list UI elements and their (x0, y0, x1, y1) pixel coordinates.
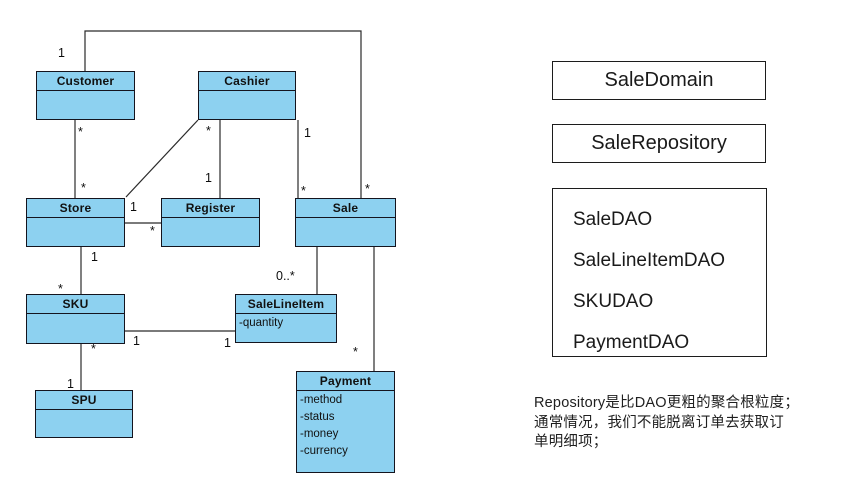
multiplicity-label: * (81, 181, 86, 195)
connector-customer-sale (84, 30, 362, 198)
multiplicity-label: 1 (130, 200, 137, 214)
multiplicity-label: * (78, 125, 83, 139)
class-title: SPU (36, 391, 132, 410)
dao-item-salelineitemdao: SaleLineItemDAO (573, 250, 726, 271)
multiplicity-label: * (365, 182, 370, 196)
class-box-sale: Sale (295, 198, 396, 247)
salerepository-label: SaleRepository (591, 132, 727, 154)
class-box-spu: SPU (35, 390, 133, 438)
multiplicity-label: 1 (58, 46, 65, 60)
class-title: SaleLineItem (236, 295, 336, 314)
class-box-store: Store (26, 198, 125, 247)
class-title: Customer (37, 72, 134, 91)
dao-item-saledao: SaleDAO (573, 209, 653, 230)
class-attribute: -method (300, 394, 343, 406)
multiplicity-label: 1 (224, 336, 231, 350)
saledomain-box: SaleDomain (552, 61, 766, 100)
note-line: 单明细项； (534, 434, 608, 450)
dao-item-skudao: SKUDAO (573, 291, 654, 312)
class-title: Cashier (199, 72, 295, 91)
class-box-register: Register (161, 198, 260, 247)
class-box-payment: Payment -method -status -money -currency (296, 371, 395, 473)
class-attribute: -quantity (239, 317, 284, 329)
dao-list-box: SaleDAO SaleLineItemDAO SKUDAO PaymentDA… (552, 188, 767, 357)
class-title: Sale (296, 199, 395, 218)
multiplicity-label: 1 (304, 126, 311, 140)
class-attribute: -currency (300, 445, 348, 457)
repository-note: Repository是比DAO更粗的聚合根粒度； 通常情况，我们不能脱离订单去获… (534, 394, 862, 453)
class-box-customer: Customer (36, 71, 135, 120)
multiplicity-label: 0..* (276, 269, 295, 283)
salerepository-box: SaleRepository (552, 124, 766, 163)
note-line: 通常情况，我们不能脱离订单去获取订 (534, 414, 784, 431)
multiplicity-label: 1 (91, 250, 98, 264)
dao-item-paymentdao: PaymentDAO (573, 332, 690, 353)
multiplicity-label: 1 (133, 334, 140, 348)
class-box-sku: SKU (26, 294, 125, 344)
multiplicity-label: * (58, 282, 63, 296)
class-box-cashier: Cashier (198, 71, 296, 120)
class-title: Payment (297, 372, 394, 391)
class-attribute: -money (300, 428, 339, 440)
multiplicity-label: 1 (67, 377, 74, 391)
multiplicity-label: * (150, 224, 155, 238)
saledomain-label: SaleDomain (604, 69, 714, 91)
class-title: Store (27, 199, 124, 218)
note-line: Repository是比DAO更粗的聚合根粒度； (534, 395, 800, 411)
multiplicity-label: * (91, 342, 96, 356)
multiplicity-label: * (206, 124, 211, 138)
connector-cashier-store (125, 119, 199, 198)
class-attribute: -status (300, 411, 335, 423)
class-title: SKU (27, 295, 124, 314)
multiplicity-label: * (301, 184, 306, 198)
multiplicity-label: 1 (205, 171, 212, 185)
class-title: Register (162, 199, 259, 218)
multiplicity-label: * (353, 345, 358, 359)
class-box-salelineitem: SaleLineItem -quantity (235, 294, 337, 343)
